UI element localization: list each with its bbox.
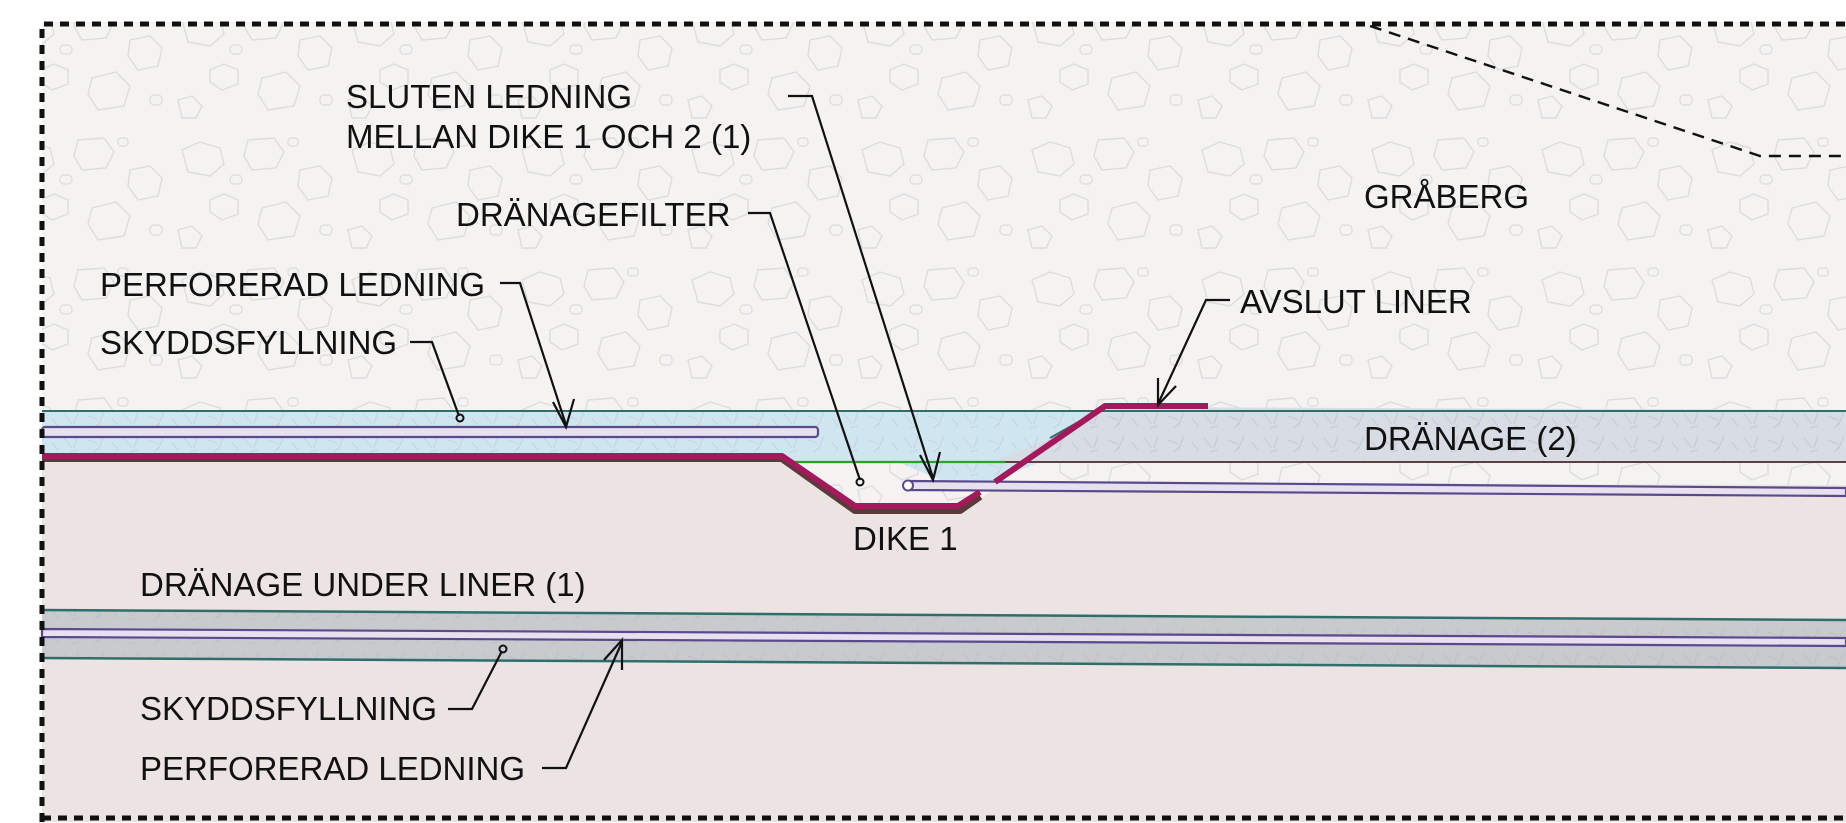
perforerad-bottom-arrow xyxy=(603,637,624,670)
label-dike-1: DIKE 1 xyxy=(853,520,958,557)
drainage-2-texture xyxy=(990,407,1846,463)
label-dranagefilter: DRÄNAGEFILTER xyxy=(456,196,730,233)
skyddsfyllning-bottom-dot xyxy=(498,644,508,654)
filter-leader xyxy=(748,211,862,481)
liner-upper xyxy=(993,403,1208,485)
rock-boundary-dashed xyxy=(1369,24,1846,158)
label-avslut-liner: AVSLUT LINER xyxy=(1240,283,1472,320)
bottom-perforated-pipe xyxy=(40,627,1846,648)
perforerad-top-leader xyxy=(500,281,568,426)
label-dranage-2: DRÄNAGE (2) xyxy=(1364,420,1577,457)
frame-border xyxy=(39,21,1846,822)
top-perforated-pipe xyxy=(40,425,820,439)
label-skyddsfyllning-top: SKYDDSFYLLNING xyxy=(100,324,397,361)
label-graberg: GRÅBERG xyxy=(1364,178,1529,215)
perforerad-bottom-leader xyxy=(542,641,624,770)
label-skyddsfyllning-bottom: SKYDDSFYLLNING xyxy=(140,690,437,727)
filter-dot xyxy=(855,477,865,487)
label-dranage-under-liner: DRÄNAGE UNDER LINER (1) xyxy=(140,566,586,603)
label-perforerad-bottom: PERFORERAD LEDNING xyxy=(140,750,525,787)
liner xyxy=(42,453,982,509)
sluten-leader xyxy=(788,94,935,479)
skyddsfyllning-top-dot xyxy=(455,413,465,423)
sluten-arrow xyxy=(919,451,942,484)
drainage-under-bottom-line xyxy=(41,656,1846,670)
label-perforerad-top: PERFORERAD LEDNING xyxy=(100,266,485,303)
label-sluten-line2: MELLAN DIKE 1 OCH 2 (1) xyxy=(346,118,751,155)
skyddsfyllning-top-leader xyxy=(410,340,461,417)
perforerad-top-arrow xyxy=(552,398,576,430)
avslut-leader xyxy=(1157,298,1230,405)
avslut-arrow xyxy=(1156,378,1177,408)
skyddsfyllning-bottom-leader xyxy=(448,650,503,711)
label-sluten-line1: SLUTEN LEDNING xyxy=(346,78,632,115)
closed-pipe-end xyxy=(902,479,914,492)
drainage-under-top-line xyxy=(41,608,1846,622)
